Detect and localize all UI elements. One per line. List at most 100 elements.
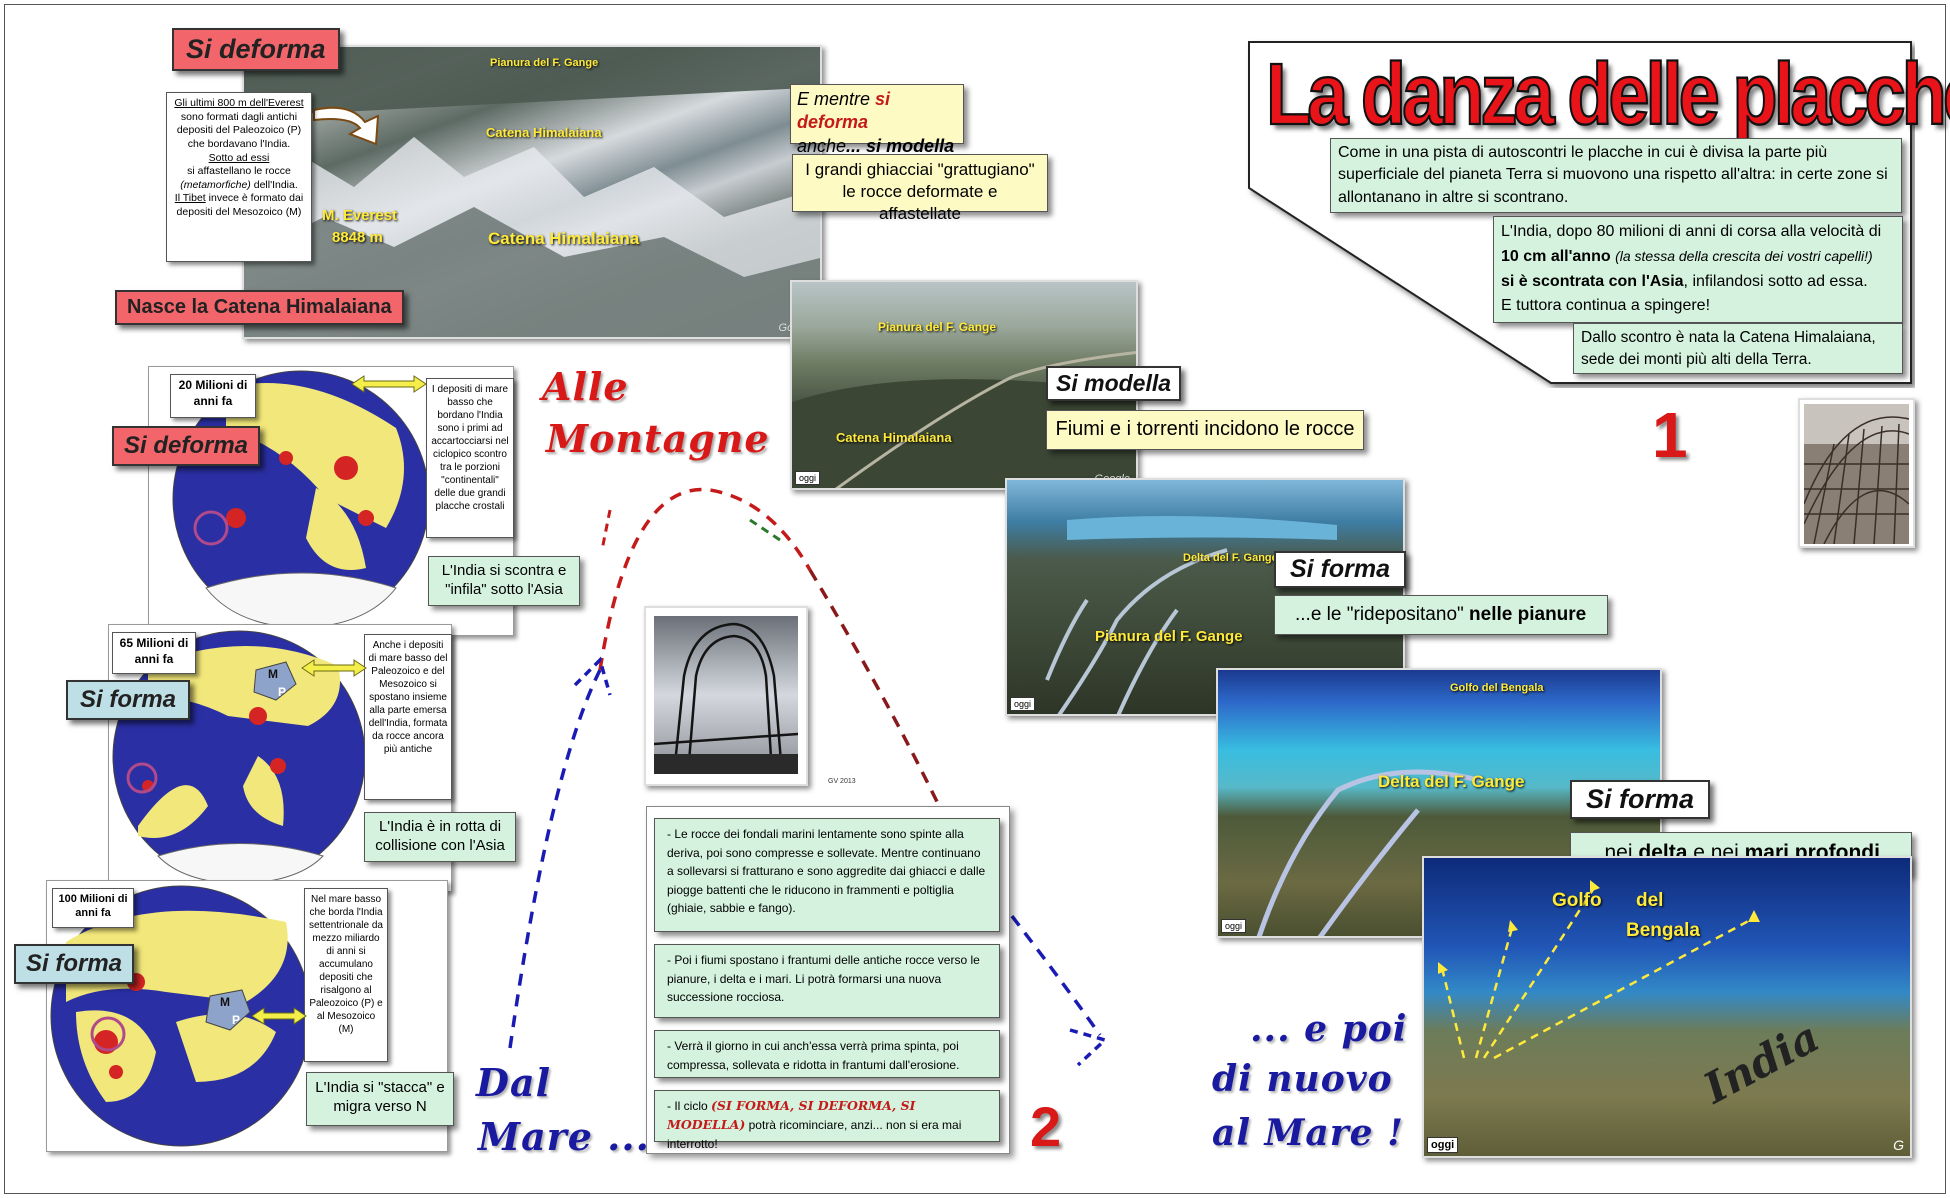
page-frame	[4, 4, 1946, 1194]
hand-dal: Dal	[476, 1060, 552, 1105]
india-text-1: L'India, dopo 80 milioni di anni di cors…	[1501, 223, 1882, 240]
coaster-thumbnail	[1798, 398, 1915, 548]
globe-100-age: 100 Milioni di anni fa	[52, 888, 134, 928]
coaster-photo	[644, 606, 808, 786]
gulf-photo: Golfo del Bengala India oggi G	[1422, 856, 1912, 1158]
globe-100-note: Nel mare basso che borda l'India settent…	[304, 888, 388, 1062]
step-4-b: (SI FORMA, SI DEFORMA, SI MODELLA)	[667, 1098, 916, 1132]
step-4-c: potrà ricominciare, anzi... non si era m…	[667, 1117, 962, 1151]
everest-note-line7: Il Tibet	[174, 192, 206, 205]
tag-si-deforma-top: Si deforma	[172, 28, 340, 71]
bengal-label-delta: Delta del F. Gange	[1378, 772, 1525, 791]
valley-label-chain: Catena Himalaiana	[836, 430, 952, 445]
gulf-arrows	[1438, 880, 1760, 1060]
globe-20-caption: L'India si scontra e "infila" sotto l'As…	[428, 556, 580, 606]
globe-100-p: P	[232, 1013, 240, 1027]
gulf-oggi: oggi	[1427, 1137, 1459, 1153]
globe-65-note: Anche i depositi di mare basso del Paleo…	[364, 634, 452, 800]
globe-100-m: M	[220, 995, 230, 1009]
tag-si-modella: Si modella	[1046, 366, 1182, 401]
coaster-caption: GV 2013	[828, 778, 856, 785]
bengal-terrain	[1256, 769, 1479, 936]
hand-alle: Alle	[542, 364, 629, 409]
everest-label-height: 8848 m	[332, 229, 383, 246]
tag-globe-65: Si forma	[66, 680, 191, 720]
globe-100-map: M P	[50, 885, 312, 1147]
number-2: 2	[1030, 1095, 1062, 1158]
delta-label-plain: Pianura del F. Gange	[1095, 628, 1243, 645]
hand-montagne: Montagne	[546, 416, 770, 461]
delta-terrain	[1045, 516, 1337, 714]
page-title: La danza delle placche	[1265, 44, 1950, 144]
everest-note-line3: Sotto ad essi	[208, 151, 270, 164]
delta-oggi: oggi	[1010, 697, 1036, 711]
bengal-label-gulf: Golfo del Bengala	[1450, 682, 1544, 694]
globe-65-age: 65 Milioni di anni fa	[112, 632, 196, 674]
hand-al-mare: al Mare !	[1212, 1112, 1404, 1154]
everest-note-line2: sono formati dagli antichi depositi del …	[176, 110, 302, 150]
india-text-5: , infilandosi sotto ad essa.	[1683, 272, 1868, 290]
dm-d: ... si modella	[846, 135, 955, 156]
everest-note-line8: invece è formato dai depositi del Mesozo…	[176, 192, 304, 219]
globe-65-pointer	[301, 659, 367, 677]
everest-note-line1: Gli ultimi 800 m dell'Everest	[174, 97, 304, 109]
everest-label-chain-big: Catena Himalaiana	[488, 229, 640, 248]
hand-di-nuovo: di nuovo	[1212, 1058, 1393, 1100]
tag-globe-100: Si forma	[14, 944, 135, 984]
valley-terrain	[792, 350, 1136, 488]
step-1: - Le rocce dei fondali marini lentamente…	[654, 818, 1000, 932]
globe-20-age: 20 Milioni di anni fa	[170, 374, 256, 418]
everest-note-line5: (metamorfiche)	[180, 178, 251, 191]
india-text-4: si è scontrata con l'Asia	[1501, 272, 1684, 290]
everest-note-line4: si affastellano le rocce	[187, 165, 291, 178]
gulf-label-del: del	[1636, 890, 1664, 911]
everest-label-name: M. Everest	[322, 207, 398, 224]
valley-oggi: oggi	[795, 471, 821, 485]
redeposit-b: nelle pianure	[1463, 604, 1587, 625]
gulf-label-bengala: Bengala	[1626, 920, 1700, 941]
dm-a: E mentre	[797, 89, 876, 109]
coaster-image	[1803, 404, 1910, 545]
redeposit-a: ...e le "ridepositano"	[1295, 604, 1464, 625]
everest-label-plain: Pianura del F. Gange	[490, 57, 599, 69]
coaster-photo-image	[653, 616, 799, 775]
intro-text: Come in una pista di autoscontri le plac…	[1330, 138, 1902, 214]
globe-100-pointer	[251, 1007, 307, 1025]
step-3: - Verrà il giorno in cui anch'essa verrà…	[654, 1030, 1000, 1078]
tag-si-forma-delta: Si forma	[1570, 780, 1711, 819]
tag-nasce-catena: Nasce la Catena Himalaiana	[115, 290, 404, 325]
dm-b: si deforma	[797, 89, 891, 133]
everest-note-line6: dell'India.	[253, 178, 298, 191]
globe-65-caption: L'India è in rotta di collisione con l'A…	[364, 812, 516, 862]
number-1: 1	[1652, 399, 1688, 471]
india-text-2: 10 cm all'anno	[1501, 247, 1611, 265]
redeposit-box: ...e le "ridepositano" nelle pianure	[1274, 595, 1608, 635]
delta-label-delta: Delta del F. Gange	[1183, 552, 1278, 564]
bengal-oggi: oggi	[1221, 919, 1247, 933]
tag-globe-20: Si deforma	[112, 426, 261, 466]
globe-20-note: I depositi di mare basso che bordano l'I…	[426, 378, 514, 538]
deforma-modella-box: E mentre si deforma anche... si modella	[790, 84, 964, 156]
globe-20-pointer	[351, 375, 427, 393]
valley-label-plain: Pianura del F. Gange	[878, 320, 997, 334]
globe-100-caption: L'India si "stacca" e migra verso N	[306, 1072, 454, 1126]
glaciers-text: I grandi ghiacciai "grattugiano" le rocc…	[792, 154, 1048, 223]
rivers-text: Fiumi e i torrenti incidono le rocce	[1046, 410, 1364, 450]
step-4: - Il ciclo (SI FORMA, SI DEFORMA, SI MOD…	[654, 1090, 1000, 1151]
step-2: - Poi i fiumi spostano i frantumi delle …	[654, 944, 1000, 1018]
clash-text: Dallo scontro è nata la Catena Himalaian…	[1573, 323, 1903, 375]
india-text-6: E tuttora continua a spingere!	[1501, 297, 1711, 315]
step-4-a: - Il ciclo	[667, 1099, 712, 1113]
everest-note: Gli ultimi 800 m dell'Everest sono forma…	[166, 92, 312, 262]
hand-mare: Mare ...	[478, 1114, 650, 1159]
everest-arrow	[313, 106, 380, 146]
globe-65-p: P	[278, 685, 286, 699]
everest-label-chain: Catena Himalaiana	[486, 125, 602, 140]
gulf-label-golfo: Golfo	[1552, 890, 1602, 911]
india-text-3: (la stessa della crescita dei vostri cap…	[1615, 247, 1873, 264]
dm-c: anche	[797, 135, 847, 156]
india-text: L'India, dopo 80 milioni di anni di cors…	[1493, 216, 1903, 324]
tag-si-forma-plain: Si forma	[1274, 551, 1407, 588]
globe-65-m: M	[268, 667, 278, 681]
valley-photo: Pianura del F. Gange Catena Himalaiana o…	[790, 280, 1138, 490]
